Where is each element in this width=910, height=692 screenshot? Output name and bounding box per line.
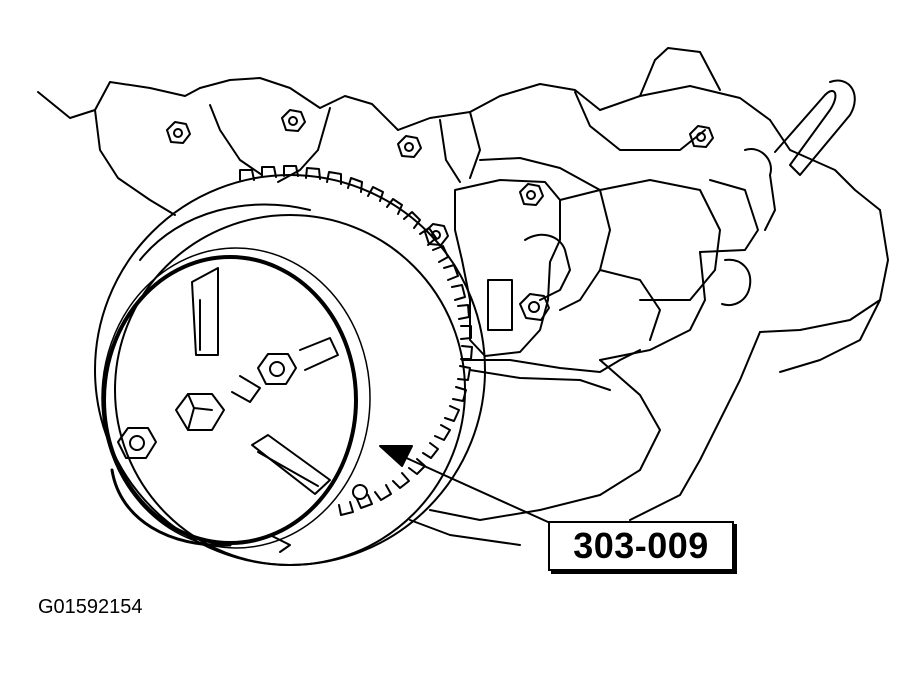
callout-arrow — [380, 446, 548, 522]
housing-bolts — [167, 110, 713, 320]
tool-bolt-1 — [258, 354, 296, 384]
tool-number-label: 303-009 — [573, 525, 709, 566]
tensioner-bracket — [455, 180, 660, 390]
figure-id-label: G01592154 — [38, 596, 143, 618]
bolt-1 — [167, 122, 190, 143]
bolt-4 — [520, 184, 543, 205]
bolt-3 — [398, 136, 421, 157]
timing-pulley — [95, 166, 485, 565]
bolt-2 — [282, 110, 305, 131]
tool-number-callout: 303-009 — [548, 521, 734, 571]
bolt-6 — [690, 126, 713, 147]
pulley-holding-tool — [102, 248, 370, 552]
tool-bolt-2 — [118, 428, 156, 458]
center-hex-bolt — [176, 394, 224, 430]
bolt-7 — [520, 294, 549, 320]
engine-housing — [38, 48, 888, 545]
